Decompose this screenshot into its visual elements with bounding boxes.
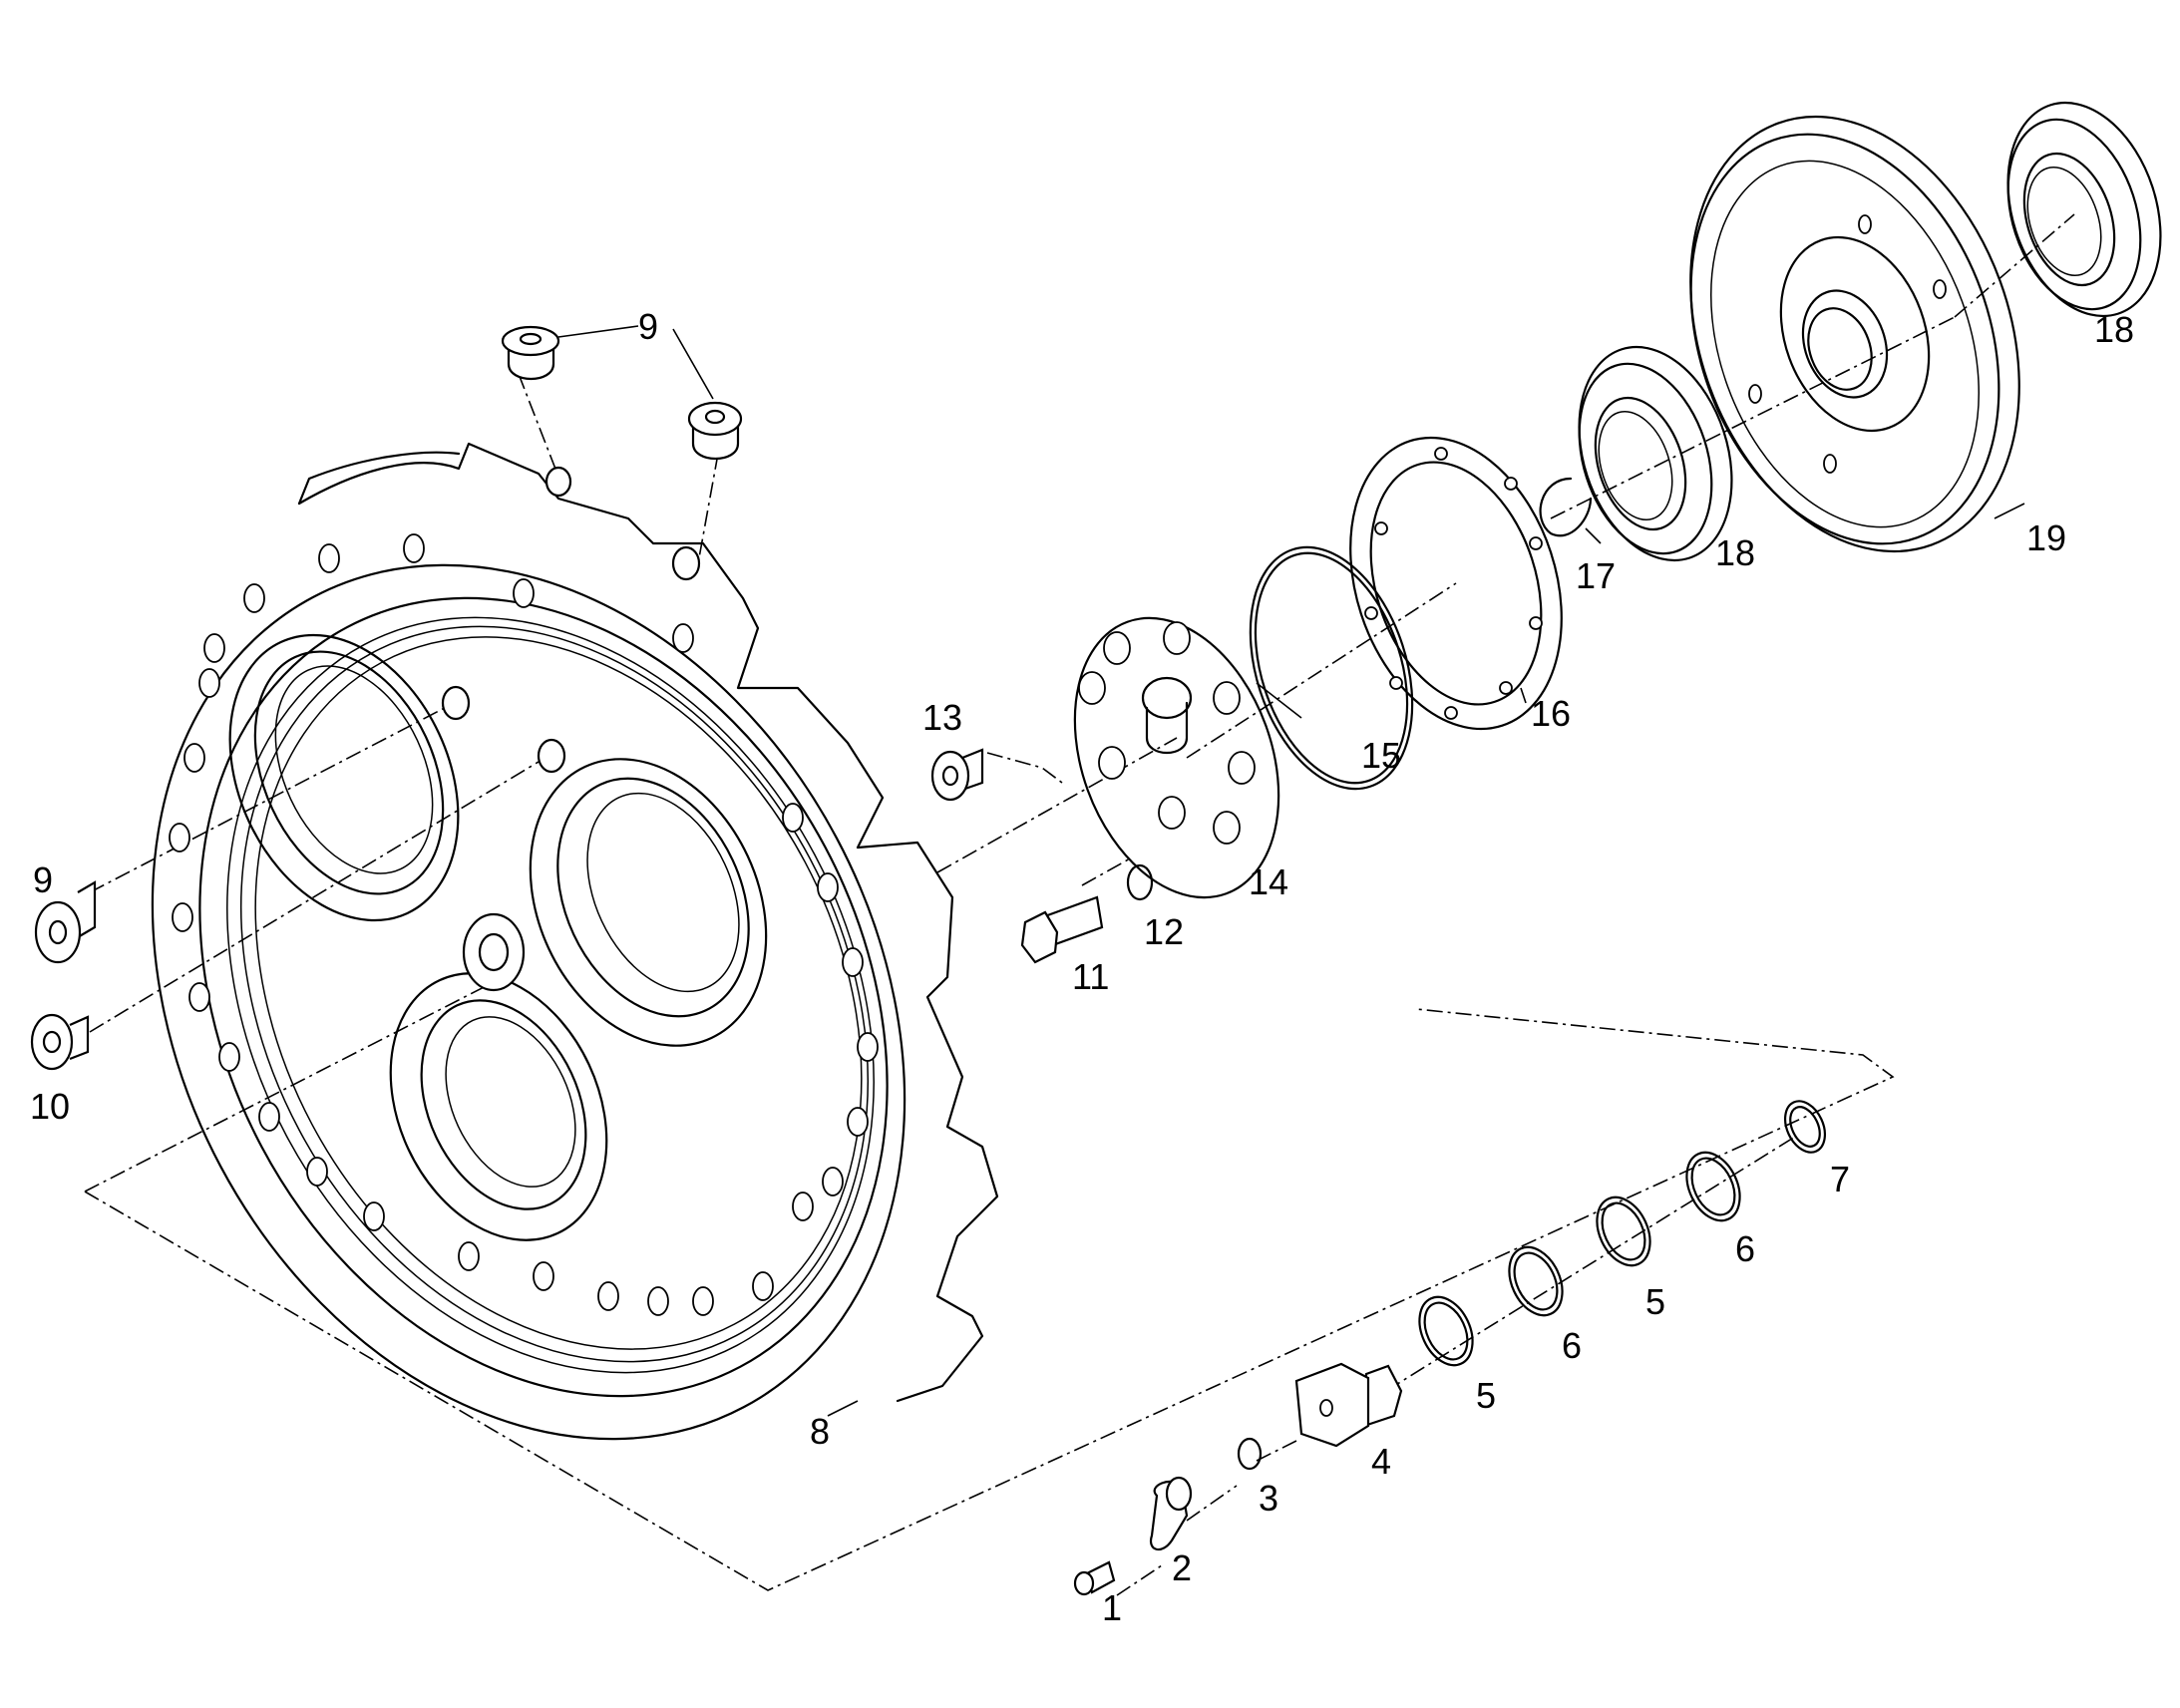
washer-part-12: [1126, 863, 1154, 901]
gasket-part-16: [1349, 436, 1563, 731]
plug-screw-part-9-left: [34, 880, 97, 964]
callout-9-left: 9: [33, 859, 53, 900]
bracket-part-2: [1149, 1476, 1193, 1551]
plug-screw-part-9-right: [687, 401, 743, 461]
plug-screw-part-9-top: [501, 325, 560, 381]
callout-11: 11: [1072, 956, 1109, 997]
bearing-part-18-right: [2006, 101, 2162, 318]
callout-14: 14: [1249, 861, 1288, 902]
o-ring-part-15: [1249, 545, 1414, 791]
housing-part-8: [151, 442, 999, 1441]
flange-part-19: [1689, 115, 2020, 553]
shim-part-5-left: [1418, 1295, 1474, 1367]
shim-part-6-right: [1685, 1151, 1741, 1222]
bearing-part-18-middle: [1578, 345, 1733, 562]
callout-18-right: 18: [2094, 309, 2134, 350]
callout-1: 1: [1102, 1587, 1122, 1628]
callout-13: 13: [922, 697, 962, 738]
callout-7: 7: [1830, 1159, 1850, 1199]
cover-plate-part-14: [1073, 616, 1280, 899]
o-ring-part-7: [1783, 1100, 1827, 1154]
callout-5-left: 5: [1476, 1375, 1496, 1416]
fitting-part-4: [1294, 1362, 1403, 1448]
shim-part-5-right: [1596, 1196, 1651, 1267]
callout-2: 2: [1172, 1547, 1192, 1588]
plug-part-13: [930, 748, 984, 802]
callout-9-top: 9: [638, 306, 658, 347]
housing-bolt-holes: [169, 533, 879, 1316]
screw-part-1: [1073, 1560, 1116, 1596]
circlip-part-17: [1539, 477, 1593, 537]
callout-15: 15: [1361, 735, 1401, 776]
callout-19: 19: [2026, 517, 2066, 558]
callout-3: 3: [1259, 1478, 1278, 1519]
bolt-part-11: [1020, 895, 1104, 964]
callout-12: 12: [1144, 911, 1184, 952]
callout-18-middle: 18: [1715, 532, 1755, 573]
callout-5-right: 5: [1645, 1281, 1665, 1322]
plug-screw-part-10: [30, 1013, 90, 1071]
o-ring-part-3: [1237, 1437, 1263, 1471]
callout-8: 8: [810, 1411, 830, 1452]
callout-10: 10: [30, 1086, 70, 1127]
callout-17: 17: [1576, 555, 1616, 596]
callout-6-left: 6: [1562, 1325, 1582, 1366]
callout-pointers: [557, 325, 2025, 1417]
callout-4: 4: [1371, 1441, 1391, 1482]
callout-6-right: 6: [1735, 1228, 1755, 1269]
callout-labels: 1 2 3 4 5 5 6 6 7 8 9 9 10 11 12 13 14 1…: [30, 306, 2134, 1628]
callout-16: 16: [1531, 693, 1571, 734]
shim-part-6-left: [1508, 1245, 1564, 1317]
